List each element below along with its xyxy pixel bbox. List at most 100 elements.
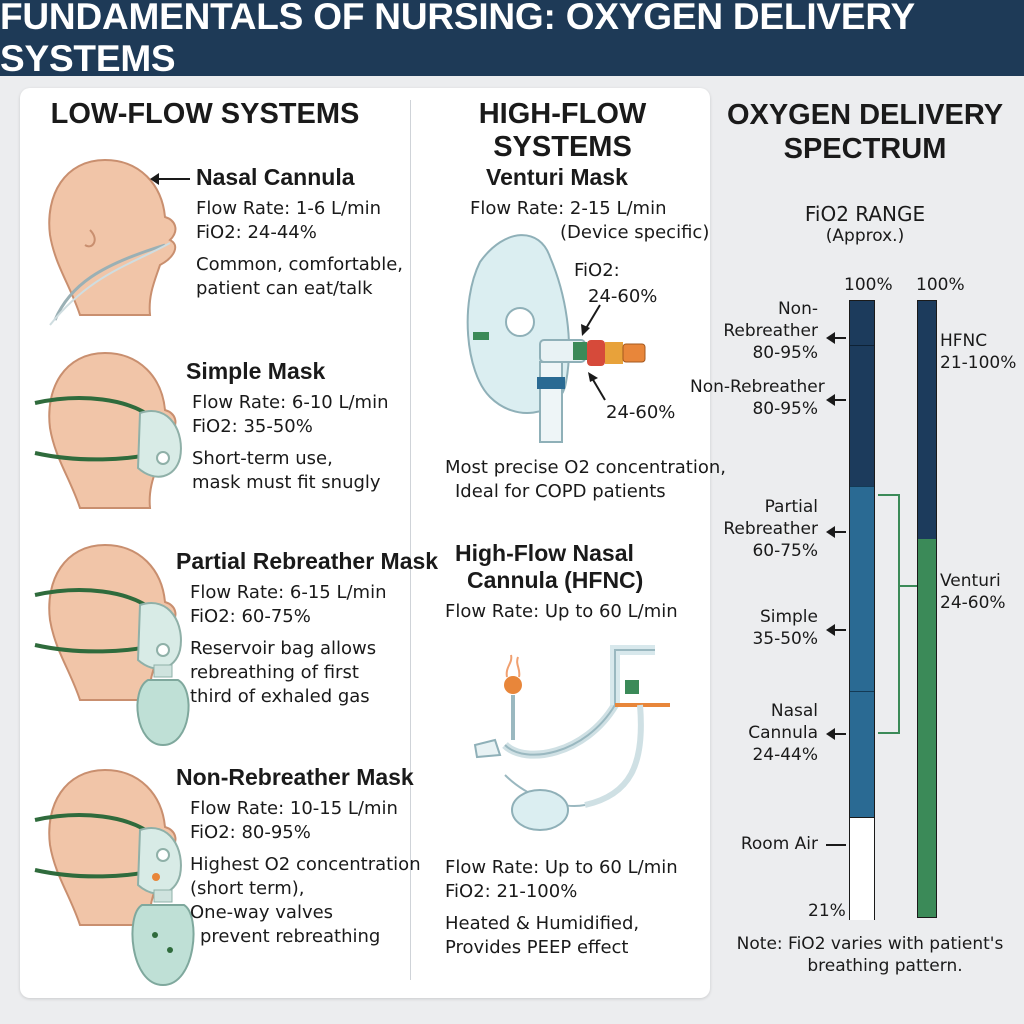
venturi-mask-illustration xyxy=(466,234,646,443)
venturi-range-bracket xyxy=(878,494,900,734)
arrow-nasal-cannula xyxy=(826,728,846,740)
spectrum-heading-line-1: OXYGEN DELIVERY xyxy=(726,99,1004,131)
non-rebreather-card: Non-Rebreather Mask Flow Rate: 10-15 L/m… xyxy=(176,764,421,949)
hfnc-card: High-Flow Nasal Cannula (HFNC) Flow Rate… xyxy=(445,540,678,624)
hfnc-venturi-bar xyxy=(917,300,937,918)
partial-rebreather-note-2: rebreathing of first xyxy=(190,662,359,683)
nasal-cannula-fio2: FiO2: 24-44% xyxy=(196,222,317,243)
nasal-cannula-card: Nasal Cannula Flow Rate: 1-6 L/min FiO2:… xyxy=(196,164,403,301)
label-text: Rebreather xyxy=(723,321,818,341)
label-non-rebreather: Non-Rebreather 80-95% xyxy=(690,376,825,420)
partial-rebreather-name: Partial Rebreather Mask xyxy=(176,548,439,574)
spectrum-subheading: FiO2 RANGE (Approx.) xyxy=(720,202,1010,246)
bar-segment-partial-simple xyxy=(850,486,874,692)
label-room-air: Room Air xyxy=(700,833,818,855)
label-text: 21-100% xyxy=(940,353,1017,373)
tick-room-air xyxy=(826,844,846,846)
page-title: FUNDAMENTALS OF NURSING: OXYGEN DELIVERY… xyxy=(0,0,1024,79)
venturi-port-value: 24-60% xyxy=(606,402,676,423)
label-venturi: Venturi 24-60% xyxy=(940,570,1006,614)
nasal-cannula-note: Common, comfortable, xyxy=(196,254,404,275)
hfnc-name-2: Cannula (HFNC) xyxy=(467,567,644,593)
venturi-note-2: Ideal for COPD patients xyxy=(455,481,666,502)
arrow-non-rebreather-upper xyxy=(826,332,846,344)
label-text: 60-75% xyxy=(752,541,818,561)
label-text: 80-95% xyxy=(752,343,818,363)
non-rebreather-note: Highest O2 concentration xyxy=(190,854,421,875)
hfnc-fio2: FiO2: 21-100% xyxy=(445,881,578,902)
arrow-simple xyxy=(826,624,846,636)
hfnc-illustration xyxy=(473,645,670,831)
non-rebreather-fio2: FiO2: 80-95% xyxy=(190,822,311,843)
partial-rebreather-card: Partial Rebreather Mask Flow Rate: 6-15 … xyxy=(176,548,438,709)
nasal-cannula-pointer xyxy=(150,173,190,185)
bar-segment-non-rebreather-upper xyxy=(850,301,874,345)
partial-rebreather-illustration xyxy=(34,543,190,747)
nasal-cannula-flow: Flow Rate: 1-6 L/min xyxy=(196,198,382,219)
bar-segment-nasal-cannula xyxy=(850,691,874,818)
spectrum-heading-line-2: SPECTRUM xyxy=(783,133,947,165)
venturi-card: Venturi Mask Flow Rate: 2-15 L/min (Devi… xyxy=(470,164,709,245)
simple-mask-flow: Flow Rate: 6-10 L/min xyxy=(192,392,389,413)
fio2-scale-bar xyxy=(849,300,875,920)
non-rebreather-illustration xyxy=(34,768,195,987)
venturi-bracket-link xyxy=(898,585,917,587)
label-text: Room Air xyxy=(740,834,818,854)
approx-label: (Approx.) xyxy=(825,226,905,246)
bar-segment-room-air xyxy=(850,817,874,920)
label-text: Partial xyxy=(764,497,818,517)
venturi-name: Venturi Mask xyxy=(486,164,628,190)
venturi-flow: Flow Rate: 2-15 L/min xyxy=(470,198,667,219)
label-text: Venturi xyxy=(940,571,1001,591)
bar-segment-hfnc xyxy=(918,301,936,539)
nasal-cannula-illustration xyxy=(48,158,177,326)
non-rebreather-name: Non-Rebreather Mask xyxy=(176,764,414,790)
label-text: 24-60% xyxy=(940,593,1006,613)
label-text: 80-95% xyxy=(752,399,818,419)
scale-top-left: 100% xyxy=(844,275,893,295)
spectrum-heading: OXYGEN DELIVERY SPECTRUM xyxy=(720,98,1010,166)
non-rebreather-note-3: One-way valves xyxy=(190,902,334,923)
label-hfnc: HFNC 21-100% xyxy=(940,330,1016,374)
hfnc-flow: Flow Rate: Up to 60 L/min xyxy=(445,857,678,878)
label-text: Simple xyxy=(759,607,818,627)
high-flow-heading: HIGH-FLOW SYSTEMS xyxy=(478,98,647,163)
hfnc-flow-top: Flow Rate: Up to 60 L/min xyxy=(445,601,678,622)
note-line: breathing pattern. xyxy=(807,956,963,976)
label-simple: Simple 35-50% xyxy=(700,606,818,650)
simple-mask-note-2: mask must fit snugly xyxy=(192,472,381,493)
scale-bottom-left: 21% xyxy=(808,901,846,921)
simple-mask-fio2: FiO2: 35-50% xyxy=(192,416,313,437)
non-rebreather-note-2: (short term), xyxy=(190,878,305,899)
venturi-note: Most precise O2 concentration, xyxy=(445,457,727,478)
venturi-fio2-label: FiO2: xyxy=(574,260,620,281)
nasal-cannula-name: Nasal Cannula xyxy=(196,164,355,190)
label-partial-rebreather: Partial Rebreather 60-75% xyxy=(700,496,818,562)
label-non-rebreather-upper: Non- Rebreather 80-95% xyxy=(700,298,818,364)
hfnc-note: Heated & Humidified, xyxy=(445,913,640,934)
label-text: Non-Rebreather xyxy=(690,377,825,397)
label-text: Cannula xyxy=(748,723,818,743)
note-line: Note: FiO2 varies with patient's xyxy=(736,934,1004,954)
nasal-cannula-note-2: patient can eat/talk xyxy=(196,278,373,299)
venturi-arrows xyxy=(581,304,606,401)
simple-mask-card: Simple Mask Flow Rate: 6-10 L/min FiO2: … xyxy=(186,358,388,495)
venturi-note-block: Most precise O2 concentration, Ideal for… xyxy=(445,456,726,504)
arrow-non-rebreather xyxy=(826,394,846,406)
partial-rebreather-note: Reservoir bag allows xyxy=(190,638,377,659)
hfnc-note-2: Provides PEEP effect xyxy=(445,937,629,958)
simple-mask-name: Simple Mask xyxy=(186,358,326,384)
label-text: 35-50% xyxy=(752,629,818,649)
simple-mask-illustration xyxy=(34,351,182,509)
partial-rebreather-fio2: FiO2: 60-75% xyxy=(190,606,311,627)
venturi-fio2-value: 24-60% xyxy=(588,286,658,307)
hfnc-name: High-Flow Nasal xyxy=(455,540,634,566)
partial-rebreather-flow: Flow Rate: 6-15 L/min xyxy=(190,582,387,603)
bar-segment-venturi xyxy=(918,539,936,917)
arrow-partial-rebreather xyxy=(826,526,846,538)
label-nasal-cannula: Nasal Cannula 24-44% xyxy=(700,700,818,766)
non-rebreather-flow: Flow Rate: 10-15 L/min xyxy=(190,798,398,819)
label-text: Nasal xyxy=(770,701,818,721)
hfnc-details: Flow Rate: Up to 60 L/min FiO2: 21-100% … xyxy=(445,856,678,960)
simple-mask-note: Short-term use, xyxy=(192,448,333,469)
